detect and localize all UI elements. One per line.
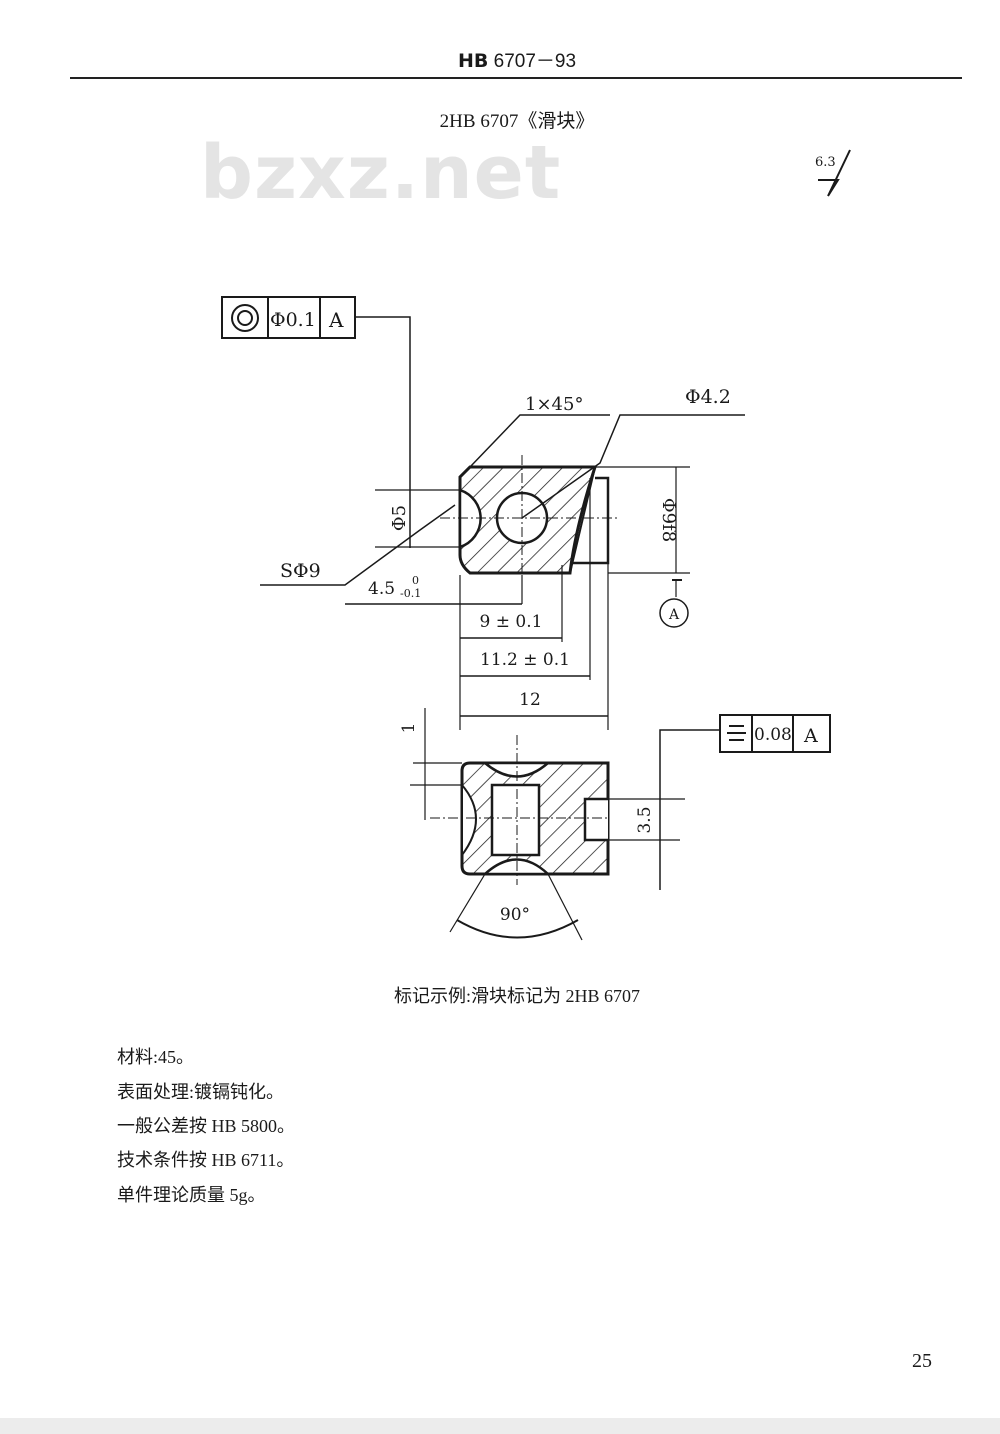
- svg-text:0.08: 0.08: [754, 725, 792, 745]
- svg-text:A: A: [668, 607, 680, 623]
- note-material: 材料:45。: [117, 1047, 195, 1067]
- drawing-title: 2HB 6707《滑块》: [439, 111, 595, 132]
- svg-text:12: 12: [519, 690, 541, 710]
- svg-text:0: 0: [412, 574, 419, 587]
- note-technical-conditions: 技术条件按 HB 6711。: [117, 1150, 295, 1170]
- page-header: HB 6707－93: [0, 46, 1000, 73]
- svg-text:A: A: [803, 725, 818, 747]
- note-general-tolerance: 一般公差按 HB 5800。: [117, 1116, 296, 1136]
- svg-text:SΦ9: SΦ9: [280, 560, 321, 582]
- svg-text:90°: 90°: [500, 905, 530, 925]
- viewer-bottom-bar: [0, 1418, 1000, 1434]
- svg-text:6.3: 6.3: [815, 155, 836, 170]
- concentricity-icon: [231, 304, 259, 332]
- concentricity-fcf: Φ0.1 A: [221, 296, 411, 548]
- svg-text:9 ± 0.1: 9 ± 0.1: [480, 612, 543, 632]
- marking-example: 标记示例:滑块标记为 2HB 6707: [393, 986, 640, 1006]
- section-view: 1 3.5 90°: [399, 708, 720, 941]
- svg-text:1: 1: [399, 723, 419, 734]
- svg-text:3.5: 3.5: [635, 806, 655, 833]
- datum-a-marker: [659, 598, 689, 628]
- header-rule: [70, 77, 962, 79]
- top-view: 1×45° SΦ9 Φ4.2 Φ5 Φ9f8 A 4.5 0 -0.1 9 ± …: [260, 386, 745, 730]
- svg-text:A: A: [328, 308, 344, 332]
- svg-text:Φ0.1: Φ0.1: [270, 309, 316, 331]
- svg-text:Φ9f8: Φ9f8: [658, 498, 679, 542]
- note-mass: 单件理论质量 5g。: [117, 1185, 266, 1205]
- svg-text:4.5: 4.5: [368, 579, 395, 599]
- note-surface-treatment: 表面处理:镀镉钝化。: [117, 1082, 285, 1102]
- technical-drawing: 6.3 Φ0.1 A 1×45° SΦ9 Φ4.2 Φ5: [221, 149, 851, 941]
- symmetry-fcf: 0.08 A: [719, 714, 831, 753]
- svg-text:Φ4.2: Φ4.2: [685, 386, 731, 408]
- watermark: bzxz.net: [200, 130, 562, 216]
- page-number: 25: [912, 1350, 932, 1372]
- svg-text:11.2 ± 0.1: 11.2 ± 0.1: [480, 650, 570, 670]
- symmetry-icon: [727, 725, 746, 741]
- svg-text:1×45°: 1×45°: [525, 394, 583, 415]
- header-number: 6707－93: [493, 51, 577, 72]
- header-prefix: HB: [457, 50, 489, 72]
- surface-roughness-symbol: 6.3: [815, 149, 851, 197]
- svg-text:Φ5: Φ5: [389, 505, 410, 531]
- svg-text:-0.1: -0.1: [400, 587, 421, 600]
